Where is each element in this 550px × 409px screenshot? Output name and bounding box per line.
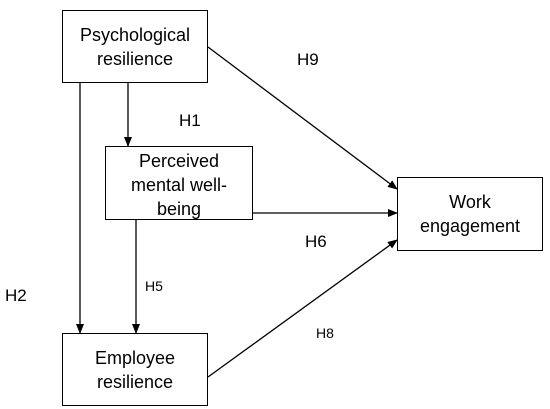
arrow-h8-employee-to-work (207, 239, 398, 378)
node-work-engagement: Work engagement (397, 177, 543, 251)
node-employee-resilience-line-2: resilience (96, 371, 174, 392)
hypothesis-label-h9: H9 (297, 50, 319, 69)
node-perceived-mental-wellbeing: Perceived mental well- being (105, 146, 253, 220)
node-employee-resilience: Employee resilience (62, 333, 208, 406)
node-psychological-resilience: Psychological resilience (62, 10, 208, 83)
arrow-h9-psych-to-work (207, 46, 398, 190)
node-perceived-line-3: being (156, 199, 202, 219)
node-employee-resilience-line-1: Employee (94, 347, 176, 368)
node-perceived-line-1: Perceived (138, 151, 220, 171)
hypothesis-label-h5: H5 (145, 278, 163, 294)
node-work-engagement-line-1: Work (449, 192, 491, 212)
hypothesis-label-h2: H2 (5, 286, 27, 305)
hypothesis-label-h1: H1 (179, 111, 201, 130)
hypothesis-label-h8: H8 (316, 325, 334, 341)
node-work-engagement-line-2: engagement (419, 216, 521, 236)
node-psychological-resilience-line-2: resilience (96, 48, 174, 69)
hypothesis-label-h6: H6 (305, 232, 327, 251)
node-psychological-resilience-line-1: Psychological (79, 24, 191, 45)
node-perceived-line-2: mental well- (130, 175, 228, 195)
